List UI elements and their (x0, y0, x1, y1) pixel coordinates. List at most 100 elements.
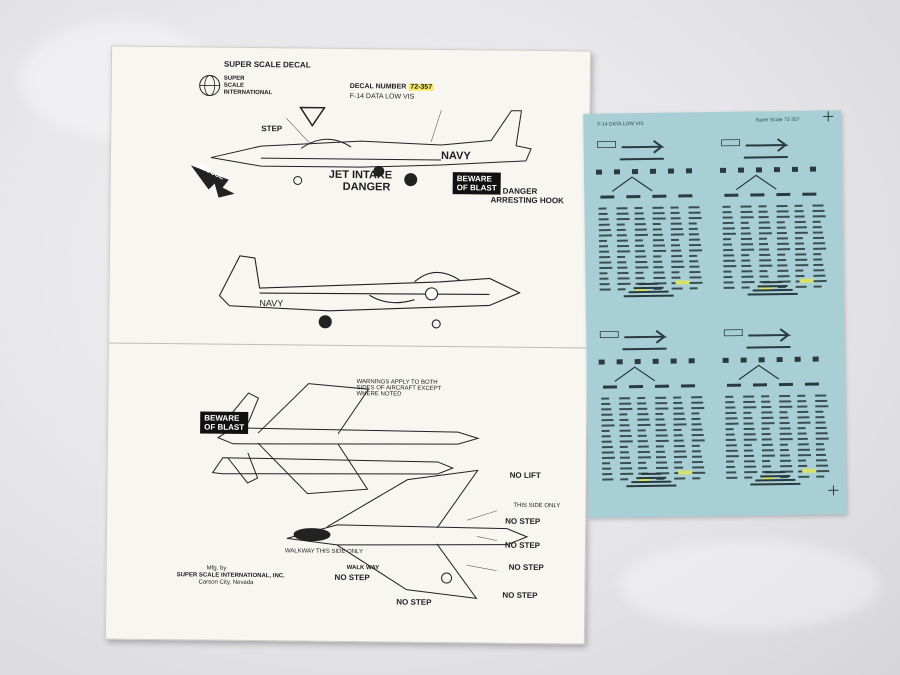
navy-label: NAVY (440, 149, 471, 163)
decal-text-line (744, 476, 753, 479)
beware-lower-line-1: BEWARE (204, 413, 240, 423)
decal-text-line (815, 416, 825, 419)
decal-text-line (617, 272, 629, 275)
decal-text-line (673, 412, 685, 415)
decal-text-line (743, 438, 757, 441)
decal-text-line (777, 275, 790, 278)
decal-mark (750, 193, 765, 197)
decal-box (723, 329, 743, 337)
decal-text-line (743, 422, 754, 425)
no-lift-label: NO LIFT (509, 470, 541, 481)
decal-text-line (741, 286, 750, 289)
navy-lower-label: NAVY (259, 298, 284, 309)
decal-pyramid-stripe (757, 284, 788, 288)
decal-mark (752, 383, 768, 387)
decal-mark (628, 385, 644, 389)
decal-text-line (616, 228, 626, 231)
decal-text-line (813, 285, 822, 288)
decal-text-line (616, 212, 629, 215)
walkway-this-side-label: WALKWAY THIS SIDE ONLY (284, 548, 364, 556)
decal-text-line (758, 237, 767, 240)
decal-mark (678, 194, 693, 198)
jet-intake-label: JET INTAKE (328, 168, 393, 182)
decal-text-line (620, 467, 633, 470)
decal-text-line (670, 228, 683, 231)
decal-text-line (743, 406, 757, 409)
decal-text-line (655, 434, 668, 437)
decal-text-line (794, 226, 807, 229)
decal-text-line (798, 475, 810, 478)
decal-mark (667, 168, 675, 174)
decal-text-line (634, 212, 644, 215)
decal-mark (737, 167, 745, 173)
decal-box (599, 330, 619, 339)
decal-text-line (635, 250, 646, 253)
decal-text-line (725, 438, 736, 442)
decal-text-line (779, 454, 790, 457)
decal-text-line (795, 274, 805, 278)
decal-text-line (723, 270, 732, 273)
decal-mark (685, 168, 693, 174)
decal-text-line (776, 226, 786, 229)
decal-text-line (740, 216, 754, 219)
decal-text-line (797, 432, 807, 435)
decal-markings (595, 111, 839, 496)
decal-text-line (759, 259, 772, 262)
decal-text-line (616, 234, 627, 237)
decal-text-line (673, 407, 684, 410)
beware-of-blast-badge-lower: BEWARE OF BLAST (200, 411, 249, 434)
decal-text-line (634, 233, 648, 237)
decal-text-line (725, 444, 737, 447)
decal-text-line (762, 465, 772, 468)
decal-text-line (656, 461, 668, 464)
decal-text-line (795, 285, 807, 288)
decal-text-line (780, 459, 792, 462)
decal-text-line (723, 243, 733, 246)
decal-text-line (673, 428, 682, 431)
decal-text-line (617, 244, 630, 248)
decal-text-line (655, 412, 664, 416)
decal-pyramid-stripe (626, 484, 677, 488)
decal-text-line (619, 434, 632, 438)
decal-text-line (689, 260, 699, 263)
credit-line-3: Carson City, Nevada (198, 579, 254, 587)
decal-text-line (655, 423, 666, 426)
decal-text-line (602, 473, 613, 476)
decal-text-line (635, 277, 645, 280)
decal-text-line (601, 446, 613, 449)
decal-text-line (691, 401, 704, 404)
decal-box (721, 139, 741, 147)
decal-text-line (601, 424, 615, 427)
decal-text-line (725, 449, 738, 452)
decal-text-line (619, 456, 631, 459)
decal-text-line (620, 478, 629, 481)
decal-text-line (780, 465, 793, 468)
decal-text-line (601, 440, 612, 443)
decal-text-line (637, 418, 650, 421)
decal-mark (802, 192, 817, 196)
decal-text-line (637, 434, 647, 437)
decal-text-line (601, 456, 616, 459)
decal-text-line (617, 288, 626, 291)
decal-text-line (779, 411, 788, 414)
decal-text-line (740, 205, 752, 208)
decal-text-line (599, 261, 612, 264)
decal-mark (719, 167, 727, 173)
decal-text-line (725, 406, 736, 409)
decal-text-line (637, 413, 649, 416)
decal-text-line (635, 244, 645, 247)
decal-text-line (795, 269, 804, 272)
decal-text-line (725, 428, 734, 431)
decal-text-line (598, 207, 607, 210)
decal-text-line (812, 220, 821, 223)
decal-text-line (599, 256, 611, 259)
decal-text-line (797, 427, 806, 430)
registration-mark-icon (823, 111, 834, 122)
decal-text-line (634, 223, 646, 226)
decal-text-line (671, 249, 682, 252)
decal-text-line (725, 401, 735, 404)
decal-text-line (671, 260, 684, 263)
decal-text-line (740, 227, 750, 230)
decal-chevron-icon (745, 138, 789, 152)
decal-text-line (815, 437, 829, 440)
